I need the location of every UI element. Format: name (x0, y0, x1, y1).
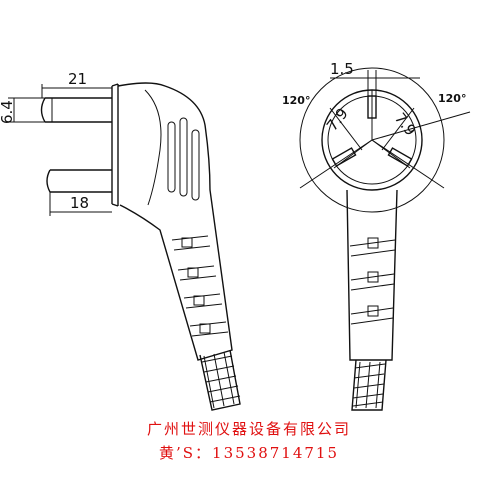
cable-ribs (171, 235, 229, 337)
front-body (346, 189, 398, 361)
angle-left: 120° (282, 94, 310, 107)
plug-body (117, 82, 233, 361)
front-pins (331, 95, 413, 167)
dim-width-top: 21 (68, 70, 87, 88)
dim-pin-width: 1.5 (330, 60, 354, 78)
outer-circle (299, 67, 445, 213)
dim-width-bottom: 18 (70, 194, 89, 212)
angle-right: 120° (438, 92, 466, 105)
dim-left-pin: 7.9 (323, 105, 352, 135)
company-name: 广州世测仪器设备有限公司 (146, 420, 351, 438)
contact-phone: 黄’S：13538714715 (158, 444, 340, 462)
front-view: 1.5 7.9 7.9 120° 120° (282, 60, 471, 411)
bottom-pin (46, 169, 112, 193)
top-pin (40, 97, 112, 123)
side-dimensions: 21 6.4 18 (0, 70, 112, 216)
side-view: 21 6.4 18 (0, 70, 241, 411)
front-ribs (349, 237, 396, 325)
front-cable (351, 359, 387, 411)
grip-slots (167, 117, 200, 201)
dim-height: 6.4 (0, 100, 16, 124)
plug-base-plate (111, 83, 119, 207)
side-cable (199, 349, 241, 411)
